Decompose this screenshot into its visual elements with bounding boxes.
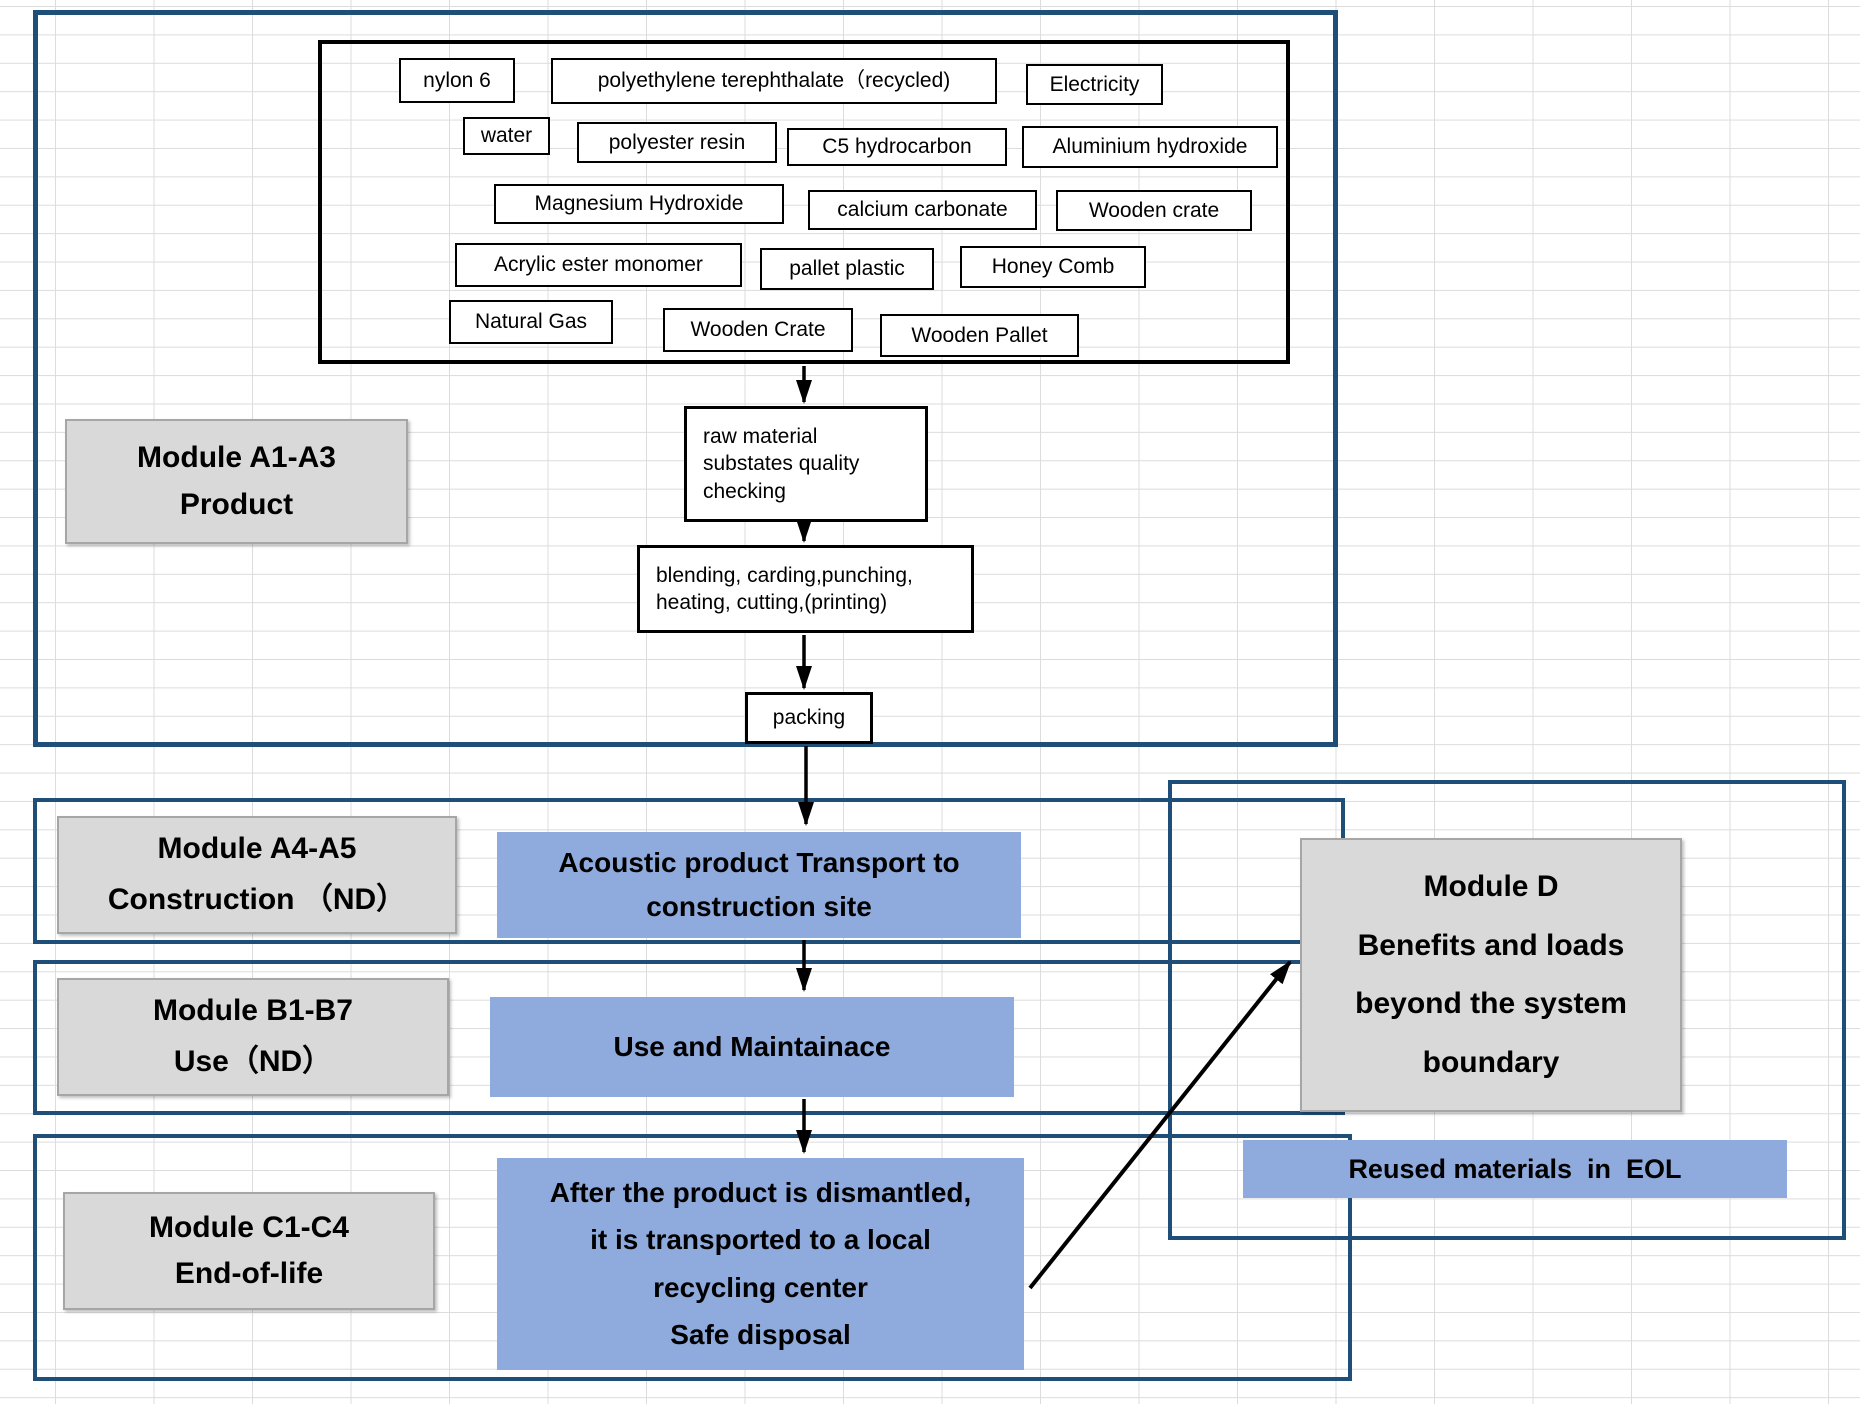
material-acrylic-ester-monomer: Acrylic ester monomer: [455, 243, 742, 287]
material-pallet-plastic: pallet plastic: [760, 248, 934, 290]
material-pet-recycled: polyethylene terephthalate（recycled): [551, 58, 997, 104]
module-b17-label: Module B1-B7 Use（ND）: [57, 978, 449, 1096]
material-wooden-crate-2: Wooden Crate: [663, 308, 853, 352]
raw-materials-box: [318, 40, 1290, 364]
material-natural-gas: Natural Gas: [449, 300, 613, 344]
material-aluminium-hydroxide: Aluminium hydroxide: [1022, 126, 1278, 168]
module-d-label: Module D Benefits and loads beyond the s…: [1300, 838, 1682, 1112]
material-water: water: [463, 117, 550, 155]
material-polyester-resin: polyester resin: [577, 122, 777, 163]
module-c14-container: [33, 1134, 1352, 1381]
material-electricity: Electricity: [1026, 64, 1163, 105]
use-maintenance-box: Use and Maintainace: [490, 997, 1014, 1097]
material-nylon6: nylon 6: [399, 58, 515, 103]
dismantle-recycle-box: After the product is dismantled, it is t…: [497, 1158, 1024, 1370]
material-wooden-crate-1: Wooden crate: [1056, 190, 1252, 231]
module-a13-container: [33, 10, 1338, 747]
packing-box: packing: [745, 692, 873, 744]
material-calcium-carbonate: calcium carbonate: [808, 190, 1037, 230]
module-a13-label: Module A1-A3 Product: [65, 419, 408, 544]
material-c5-hydrocarbon: C5 hydrocarbon: [787, 128, 1007, 166]
transport-to-site-box: Acoustic product Transport to constructi…: [497, 832, 1021, 938]
material-magnesium-hydroxide: Magnesium Hydroxide: [494, 184, 784, 224]
module-a45-label: Module A4-A5 Construction （ND）: [57, 816, 457, 934]
reused-materials-box: Reused materials in EOL: [1243, 1140, 1787, 1198]
material-wooden-pallet: Wooden Pallet: [880, 314, 1079, 357]
quality-check-box: raw material substates quality checking: [684, 406, 928, 522]
processing-box: blending, carding,punching, heating, cut…: [637, 545, 974, 633]
material-honey-comb: Honey Comb: [960, 246, 1146, 288]
module-c14-label: Module C1-C4 End-of-life: [63, 1192, 435, 1310]
